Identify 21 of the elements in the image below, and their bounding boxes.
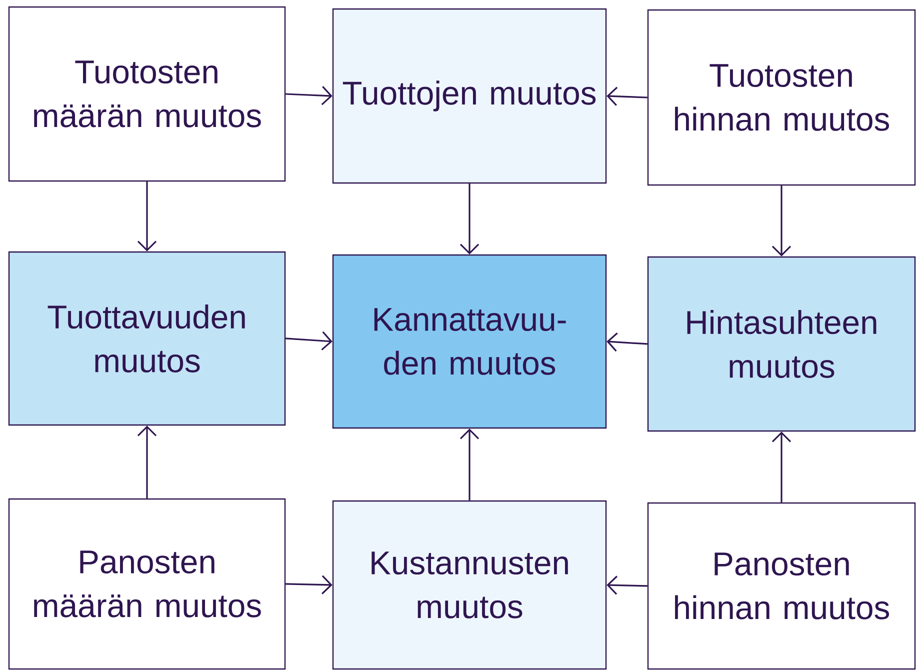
text-box: Panosten hinnan muutos [647, 502, 916, 670]
text-box: Kannattavuu- den muutos [332, 254, 607, 429]
arrow [286, 331, 332, 350]
text-box: Tuotosten hinnan muutos [647, 9, 916, 186]
arrow [286, 575, 332, 594]
arrow [606, 332, 648, 352]
arrow [460, 428, 480, 500]
arrow [137, 426, 157, 498]
text-box: Hintasuhteen muutos [647, 256, 916, 432]
arrow [772, 186, 792, 256]
arrow [286, 86, 332, 106]
text-box: Tuottavuuden muutos [8, 251, 286, 426]
arrow [460, 184, 480, 254]
arrow [137, 182, 157, 252]
arrow [606, 86, 648, 106]
text-box: Tuottojen muutos [332, 8, 607, 184]
arrow [772, 432, 792, 502]
text-box: Panosten määrän muutos [8, 498, 286, 670]
text-box: Tuotosten määrän muutos [8, 6, 286, 182]
arrow [606, 576, 648, 595]
text-box: Kustannusten muutos [332, 500, 607, 670]
